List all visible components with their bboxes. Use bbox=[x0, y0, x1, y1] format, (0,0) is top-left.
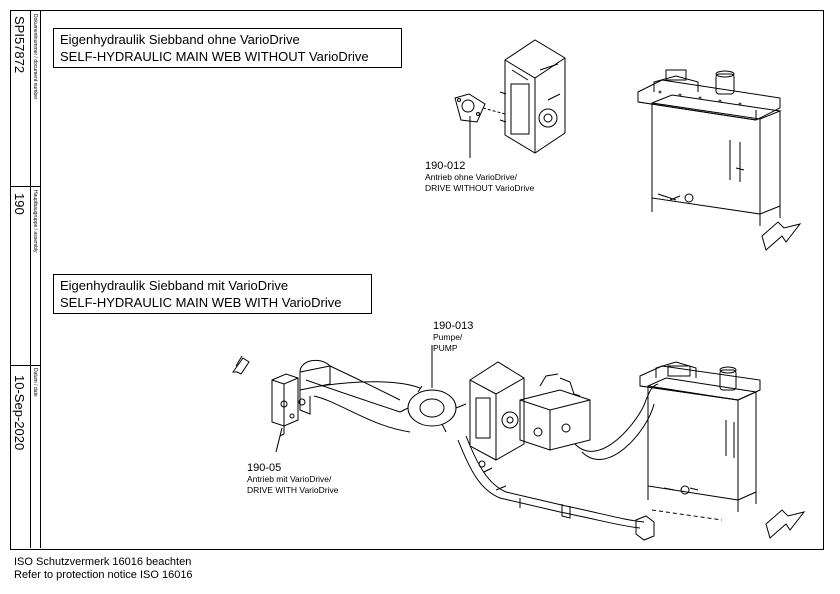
callout-190-05-line2: DRIVE WITH VarioDrive bbox=[247, 485, 339, 495]
direction-arrow-bottom bbox=[765, 509, 806, 539]
callout-190-05-line1: Antrieb mit VarioDrive/ bbox=[247, 474, 332, 484]
section1-title-de: Eigenhydraulik Siebband ohne VarioDrive bbox=[60, 32, 300, 47]
title-block: SPI57872 Dokumentnummer / document numbe… bbox=[10, 10, 41, 548]
callout-190-012-number: 190-012 bbox=[425, 160, 466, 172]
bracket-drawing bbox=[232, 355, 250, 375]
hydraulic-system-drawing bbox=[271, 345, 659, 541]
drawing-frame bbox=[10, 10, 824, 550]
callout-190-05: 190-05 Antrieb mit VarioDrive/ DRIVE WIT… bbox=[247, 462, 338, 496]
callout-190-013-line2: PUMP bbox=[433, 343, 458, 353]
tank-drawing-top bbox=[637, 69, 782, 226]
gearbox-drawing-top bbox=[454, 39, 566, 154]
direction-arrow-top bbox=[761, 221, 802, 251]
section1-title-en: SELF-HYDRAULIC MAIN WEB WITHOUT VarioDri… bbox=[60, 49, 369, 64]
callout-leader-190-05 bbox=[275, 427, 283, 453]
callout-190-013: 190-013 Pumpe/ PUMP bbox=[433, 320, 473, 354]
protection-notice-en: Refer to protection notice ISO 16016 bbox=[14, 569, 193, 581]
section1-title-box: Eigenhydraulik Siebband ohne VarioDrive … bbox=[53, 28, 402, 68]
tank-drawing-bottom bbox=[639, 361, 761, 521]
protection-notice-de: ISO Schutzvermerk 16016 beachten bbox=[14, 556, 192, 568]
callout-190-013-line1: Pumpe/ bbox=[433, 332, 463, 342]
section2-title-en: SELF-HYDRAULIC MAIN WEB WITH VarioDrive bbox=[60, 295, 342, 310]
callout-190-012: 190-012 Antrieb ohne VarioDrive/ DRIVE W… bbox=[425, 160, 534, 194]
protection-notice: ISO Schutzvermerk 16016 beachten Refer t… bbox=[14, 556, 193, 582]
section2-title-de: Eigenhydraulik Siebband mit VarioDrive bbox=[60, 278, 289, 293]
callout-190-05-number: 190-05 bbox=[247, 462, 282, 474]
callout-190-012-line1: Antrieb ohne VarioDrive/ bbox=[425, 172, 517, 182]
callout-190-012-line2: DRIVE WITHOUT VarioDrive bbox=[425, 183, 535, 193]
callout-190-013-number: 190-013 bbox=[433, 320, 474, 332]
section2-title-box: Eigenhydraulik Siebband mit VarioDrive S… bbox=[53, 274, 372, 314]
